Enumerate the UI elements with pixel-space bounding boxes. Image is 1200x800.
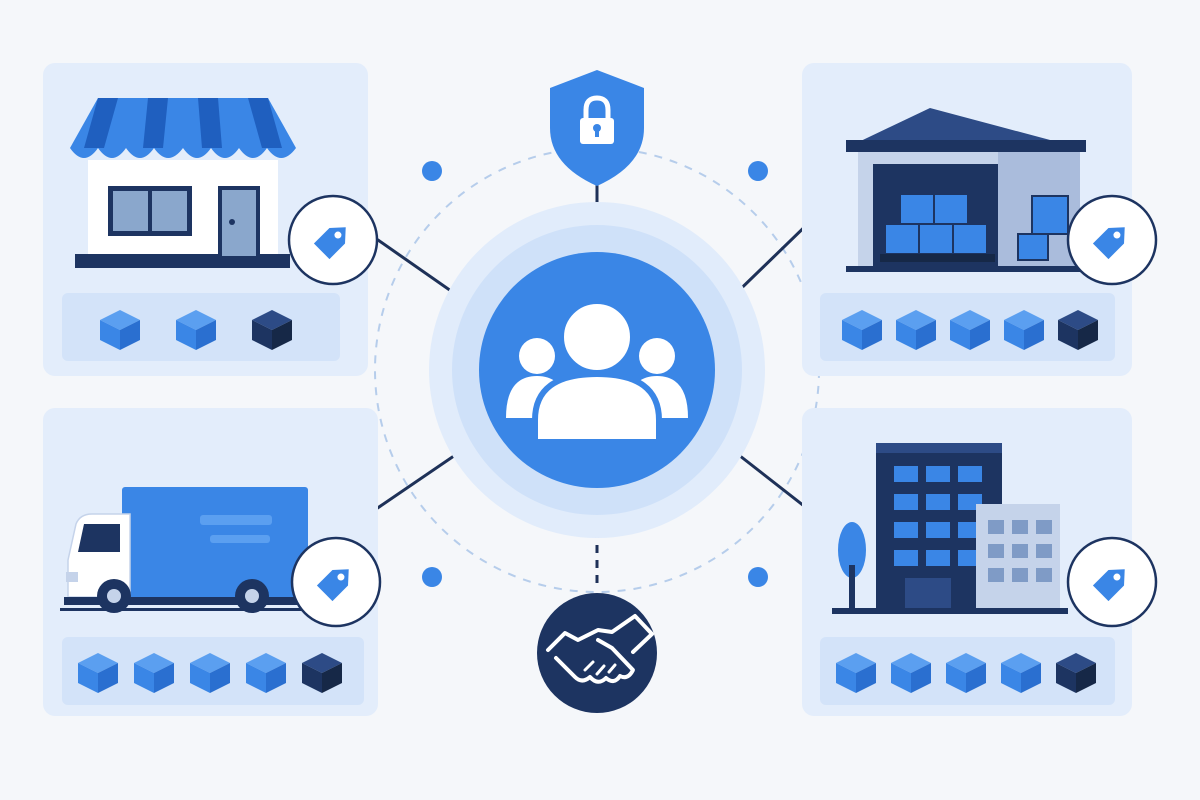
store-inventory [100, 310, 292, 350]
delivery-truck-icon [60, 487, 308, 613]
warehouse-inventory [842, 310, 1098, 350]
users-group-icon [506, 298, 688, 445]
office-inventory [836, 653, 1096, 693]
truck-inventory-box [78, 653, 118, 693]
warehouse-inventory-box [896, 310, 936, 350]
orbit-dot-bottom-left [422, 567, 442, 587]
truck-price-tag-badge[interactable] [290, 536, 382, 628]
orbit-dot-top-left [422, 161, 442, 181]
warehouse-inventory-box [842, 310, 882, 350]
price-tag-icon [1092, 227, 1125, 260]
truck-panel [43, 408, 382, 716]
office-inventory-box [891, 653, 931, 693]
truck-inventory-box [302, 653, 342, 693]
warehouse-icon [846, 108, 1086, 272]
office-inventory-box [1056, 653, 1096, 693]
warehouse-inventory-box [950, 310, 990, 350]
truck-inventory-box [134, 653, 174, 693]
store-panel [43, 63, 379, 376]
office-inventory-box [1001, 653, 1041, 693]
store-inventory-box [176, 310, 216, 350]
office-inventory-box [946, 653, 986, 693]
shield-lock-icon [550, 70, 644, 186]
warehouse-inventory-box [1058, 310, 1098, 350]
office-inventory-box [836, 653, 876, 693]
handshake-icon [537, 593, 657, 713]
orbit-dot-bottom-right [748, 567, 768, 587]
store-inventory-box [100, 310, 140, 350]
tree-icon [838, 522, 866, 578]
hub [429, 202, 765, 538]
storefront-icon [70, 98, 296, 268]
truck-inventory-box [190, 653, 230, 693]
truck-inventory [78, 653, 342, 693]
warehouse-panel [802, 63, 1158, 376]
office-building-icon [832, 443, 1068, 614]
price-tag-icon [316, 569, 349, 602]
warehouse-inventory-box [1004, 310, 1044, 350]
connector-truck [358, 443, 472, 522]
office-panel [802, 408, 1158, 716]
store-price-tag-badge[interactable] [287, 194, 379, 286]
warehouse-price-tag-badge[interactable] [1066, 194, 1158, 286]
price-tag-icon [313, 227, 346, 260]
price-tag-icon [1092, 569, 1125, 602]
store-inventory-box [252, 310, 292, 350]
office-price-tag-badge[interactable] [1066, 536, 1158, 628]
orbit-dot-top-right [748, 161, 768, 181]
truck-inventory-box [246, 653, 286, 693]
